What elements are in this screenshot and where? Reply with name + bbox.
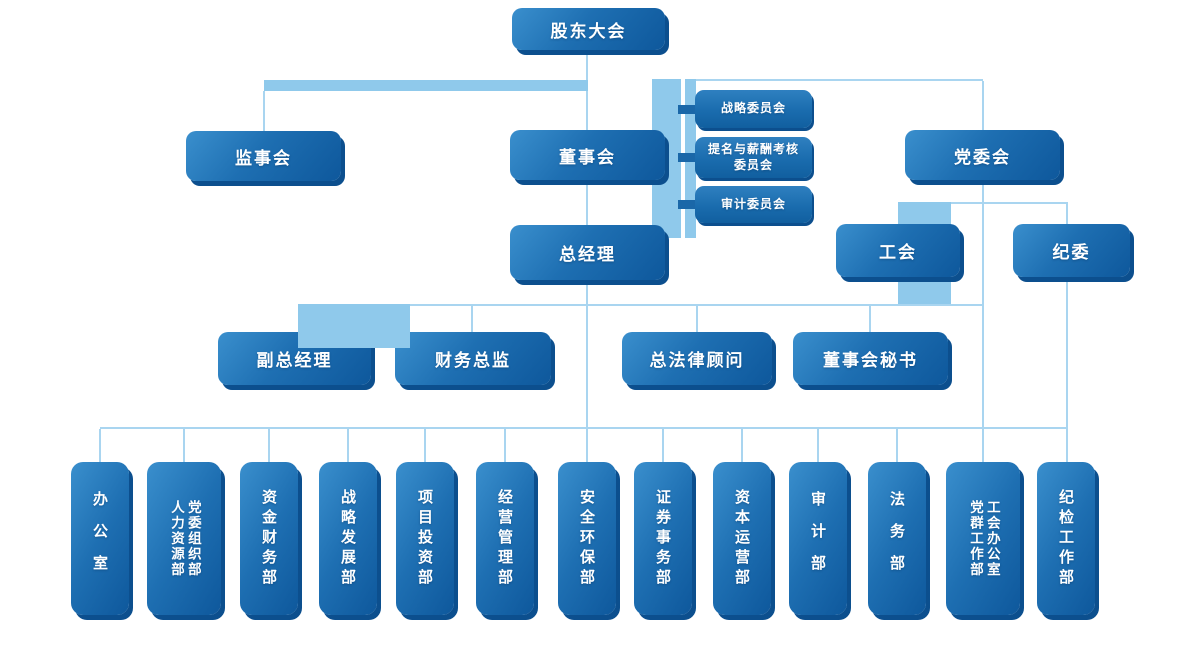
node-label: 总经理 — [559, 245, 616, 265]
connector-bottom-horizontal — [100, 427, 1068, 429]
connector-nub-strategy — [678, 105, 697, 114]
node-label: 党委会 — [954, 147, 1011, 168]
node-label: 工会 — [879, 243, 917, 263]
node-general-counsel[interactable]: 总法律顾问 — [622, 332, 772, 385]
node-label: 纪委 — [1052, 243, 1091, 263]
node-dept-general-office[interactable]: 办公室 — [71, 462, 129, 615]
node-label: 安全环保部 — [578, 488, 596, 589]
connector-drop-dept-9 — [741, 429, 743, 462]
node-label: 战略委员会 — [720, 101, 786, 116]
node-label: 审计部 — [809, 490, 827, 587]
node-party-committee[interactable]: 党委会 — [905, 130, 1060, 180]
connector-drop-dept-1 — [99, 429, 101, 462]
node-dept-audit[interactable]: 审计部 — [789, 462, 847, 615]
node-label: 资本运营部 — [733, 488, 751, 589]
connector-band-top — [264, 80, 588, 91]
connector-drop-dept-5 — [424, 429, 426, 462]
connector-band-deputy-gm — [298, 304, 410, 348]
connector-gm-down — [586, 280, 588, 462]
node-dept-safety-environment[interactable]: 安全环保部 — [558, 462, 616, 615]
connector-drop-dept-6 — [504, 429, 506, 462]
node-label: 工会办公室 党群工作部 — [967, 499, 1000, 578]
connector-party-horizontal — [951, 202, 1068, 204]
node-dept-securities-affairs[interactable]: 证券事务部 — [634, 462, 692, 615]
connector-drop-dept-4 — [347, 429, 349, 462]
node-board-of-directors[interactable]: 董事会 — [510, 130, 665, 180]
node-dept-union-office-party-mass-work[interactable]: 工会办公室 党群工作部 — [946, 462, 1020, 615]
node-dept-strategy-development[interactable]: 战略发展部 — [319, 462, 377, 615]
connector-board-gm — [586, 180, 588, 225]
connector-drop-dept-3 — [268, 429, 270, 462]
node-dept-project-investment[interactable]: 项目投资部 — [396, 462, 454, 615]
node-dept-legal[interactable]: 法务部 — [868, 462, 926, 615]
node-label: 监事会 — [235, 148, 292, 169]
connector-to-party — [696, 79, 983, 81]
connector-drop-dept-10 — [817, 429, 819, 462]
connector-discipline-down — [1066, 277, 1068, 462]
connector-drop-counsel — [696, 306, 698, 332]
node-label: 财务总监 — [435, 351, 511, 371]
connector-drop-party — [982, 81, 984, 130]
connector-drop-board — [586, 91, 588, 130]
node-labor-union[interactable]: 工会 — [836, 224, 960, 277]
node-label: 提名与薪酬考核 委员会 — [707, 141, 799, 172]
node-board-secretary[interactable]: 董事会秘书 — [793, 332, 948, 385]
node-dept-party-organization-hr[interactable]: 党委组织部 人力资源部 — [147, 462, 221, 615]
node-dept-funds-finance[interactable]: 资金财务部 — [240, 462, 298, 615]
node-label: 董事会秘书 — [823, 351, 918, 371]
node-general-manager[interactable]: 总经理 — [510, 225, 665, 280]
node-label: 董事会 — [559, 147, 616, 168]
connector-drop-cfo — [471, 306, 473, 332]
node-audit-committee[interactable]: 审计委员会 — [695, 186, 812, 223]
node-finance-director[interactable]: 财务总监 — [395, 332, 551, 385]
node-label: 总法律顾问 — [649, 351, 745, 371]
node-label: 股东大会 — [550, 21, 627, 42]
connector-drop-dept-2 — [183, 429, 185, 462]
connector-party-down — [982, 180, 984, 462]
node-label: 经营管理部 — [496, 488, 514, 589]
node-label: 资金财务部 — [260, 488, 278, 589]
connector-drop-dept-11 — [896, 429, 898, 462]
node-nomination-remuneration-committee[interactable]: 提名与薪酬考核 委员会 — [695, 137, 812, 178]
node-strategy-committee[interactable]: 战略委员会 — [695, 90, 812, 128]
node-label: 审计委员会 — [720, 196, 786, 211]
node-label: 项目投资部 — [416, 488, 434, 589]
node-label: 战略发展部 — [339, 488, 357, 589]
node-discipline-commission[interactable]: 纪委 — [1013, 224, 1130, 277]
node-label: 副总经理 — [256, 351, 333, 371]
connector-drop-supervisory — [263, 91, 265, 132]
connector-nub-nomination — [678, 153, 697, 162]
node-label: 办公室 — [91, 490, 109, 587]
connector-drop-secretary — [869, 306, 871, 332]
connector-stub-shareholders — [586, 50, 588, 80]
node-dept-discipline-inspection-work[interactable]: 纪检工作部 — [1037, 462, 1095, 615]
connector-drop-discipline — [1066, 204, 1068, 225]
node-supervisory-board[interactable]: 监事会 — [186, 131, 341, 181]
connector-drop-dept-8 — [662, 429, 664, 462]
node-label: 党委组织部 人力资源部 — [168, 499, 201, 578]
node-dept-operations-management[interactable]: 经营管理部 — [476, 462, 534, 615]
node-dept-capital-operations[interactable]: 资本运营部 — [713, 462, 771, 615]
connector-level4-horizontal — [300, 304, 983, 306]
node-shareholders-meeting[interactable]: 股东大会 — [512, 8, 665, 50]
connector-nub-audit — [678, 200, 697, 209]
node-label: 纪检工作部 — [1057, 488, 1075, 589]
node-label: 法务部 — [888, 490, 906, 587]
node-label: 证券事务部 — [654, 488, 672, 589]
